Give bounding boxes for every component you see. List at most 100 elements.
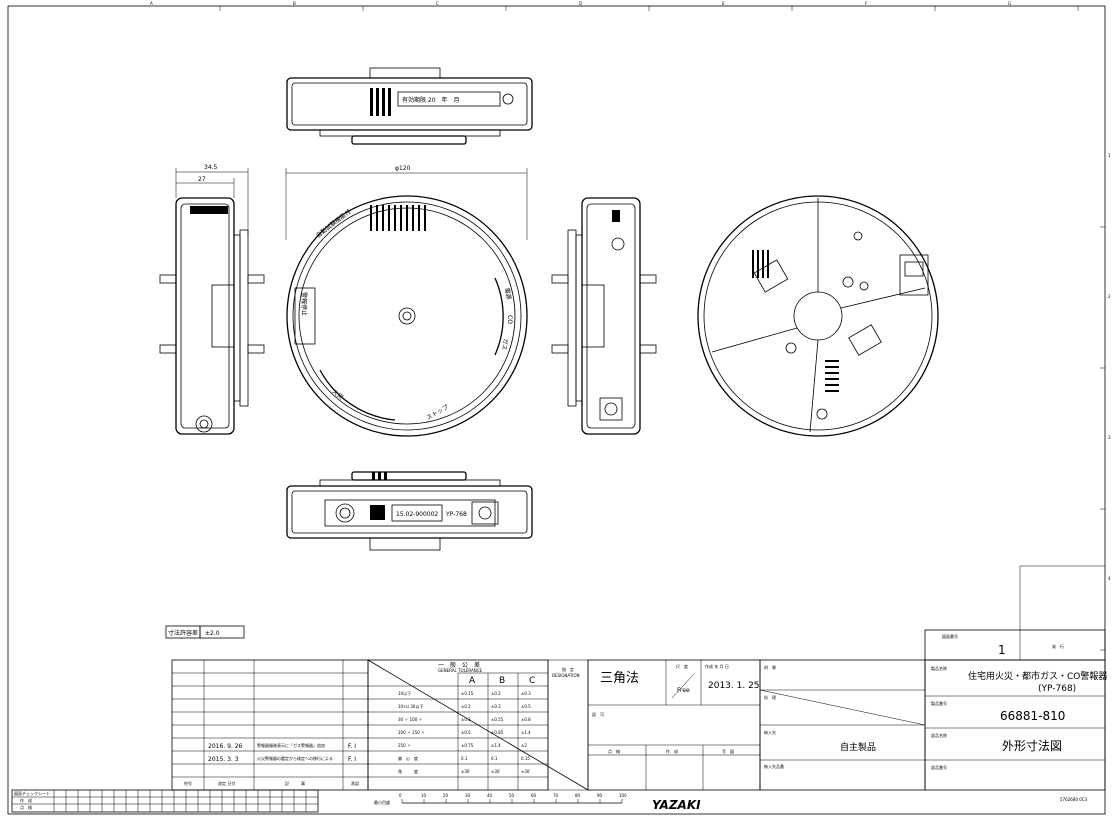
check-sheet: 図面チェックシート 作 成 点 検 — [11, 789, 319, 813]
top-view-vent-slots — [370, 88, 391, 116]
revision-1-date: 2016. 9. 26 — [208, 743, 243, 750]
frame-column-C: C — [436, 1, 439, 6]
tolerance-row-label: 偏 心 度 — [398, 755, 418, 761]
front-text-stop: ストップ — [426, 404, 450, 422]
tolerance-value: ±2 — [521, 743, 527, 748]
front-vent-grille — [370, 205, 426, 231]
tolerance-value: ±0.3 — [491, 704, 501, 709]
frame-column-G: G — [1008, 1, 1011, 6]
scale-bar-tick-label: 60 — [531, 793, 537, 798]
tolerance-class-c: C — [529, 676, 535, 686]
designation-label: 指 定 — [562, 666, 574, 672]
approval-label: 認 可 — [592, 711, 604, 717]
scale-bar-tick-label: 100 — [619, 793, 627, 798]
tolerance-row-label: 10ｦｺｴ 30以下 — [398, 704, 423, 709]
creation-date-label: 作成 年 月 日 — [705, 663, 729, 669]
revision-block: 2016. 9. 26 警報器服務表示に「ガス警報器」追加 F. I 2015.… — [171, 659, 369, 791]
tolerance-value: ±30′ — [491, 769, 500, 774]
tolerance-value: ±0.3 — [521, 691, 531, 696]
side-dimension-outer: 34.5 — [204, 164, 218, 171]
scale-bar-label: 最小目盛 — [374, 799, 390, 805]
tolerance-value: ±0.75 — [461, 743, 474, 748]
frame-row-1: 1 — [1108, 153, 1111, 158]
rear-label-block — [752, 250, 839, 392]
customer-label: 納入先 — [764, 729, 776, 735]
tracer-label: 写 図 — [722, 749, 734, 754]
designation-label-en: DESIGNATION — [552, 673, 580, 678]
designer-label: 作 成 — [666, 748, 678, 754]
tolerance-row-label: 100 〃 250 〃 — [398, 730, 425, 735]
treatment-label: 処 理 — [764, 694, 776, 700]
creation-date: 2013. 1. 25 — [708, 681, 760, 691]
front-text-alarm-stop: 警報停止 — [300, 292, 308, 316]
product-name-label: 製品名称 — [931, 665, 947, 671]
tolerance-value: ±30′ — [461, 769, 470, 774]
tolerance-value: 0.1 — [491, 756, 498, 761]
left-side-view: 34.5 27 — [159, 164, 265, 435]
revision-header-symbol: 符号 — [184, 780, 192, 786]
tolerance-row-label: 30 〃 100 〃 — [398, 717, 423, 722]
tolerance-title: 一 般 公 差 — [438, 661, 480, 669]
sheet-number: 1 — [998, 643, 1006, 657]
frame-row-3: 3 — [1108, 435, 1111, 440]
scale-bar-tick-label: 30 — [465, 793, 471, 798]
issue-label: 発 行 — [1052, 643, 1064, 649]
part-name-label: 部品名称 — [931, 732, 947, 738]
tolerance-value: ±0.5 — [521, 704, 531, 709]
check-row-inspect: 点 検 — [20, 804, 32, 810]
revision-2-sign: F. I — [348, 756, 356, 763]
front-text-gas: ガス — [500, 338, 510, 351]
drawing-title: 外形寸法図 — [1002, 739, 1062, 753]
front-text-power: 電源 — [503, 287, 513, 300]
diameter-dimension: φ120 — [395, 165, 411, 172]
check-sheet-grid — [65, 790, 307, 812]
scale-label: 尺 度 — [676, 663, 688, 669]
frame-row-2: 2 — [1108, 294, 1111, 299]
bottom-model: YP-768 — [445, 511, 467, 518]
scale-bar-tick-label: 0 — [399, 793, 402, 798]
drawing-number-label: 図面番号 — [942, 633, 958, 639]
tolerance-value: ±0.55 — [491, 717, 504, 722]
form-code: 57626B0 0C3 — [1060, 797, 1088, 802]
revision-header-sign: 承認 — [351, 780, 359, 786]
product-number-label: 製品番号 — [931, 700, 947, 706]
tolerance-value: ±0.5 — [461, 730, 471, 735]
scale-bar-tick-label: 90 — [597, 793, 603, 798]
front-text-auto-test: 自動試験機能付 — [314, 207, 352, 239]
frame-column-F: F — [865, 1, 868, 6]
revision-2-date: 2015. 3. 3 — [208, 756, 239, 763]
frame-column-E: E — [722, 1, 725, 6]
front-view: φ120 自動試験機能付 電源 CO ガス 火災 警報停止 ストップ — [285, 165, 528, 437]
scale-bar-tick-label: 10 — [421, 793, 427, 798]
product-name: 住宅用火災・都市ガス・CO警報器 — [968, 670, 1107, 682]
rear-view — [697, 195, 939, 437]
expiry-label: 有効期限 20 年 月 — [402, 96, 460, 104]
tolerance-title-en: GENERAL TOLERANCE — [438, 668, 482, 673]
customer-value: 自主製品 — [840, 741, 876, 753]
scale-bar-tick-label: 50 — [509, 793, 515, 798]
check-row-author: 作 成 — [20, 797, 32, 803]
tolerance-class-b: B — [499, 676, 505, 686]
bottom-view: 15.02-900002 YP-768 — [286, 471, 533, 551]
front-text-co: CO — [506, 315, 513, 324]
frame-column-B: B — [293, 1, 296, 6]
revision-header-date: 改定 日付 — [218, 780, 235, 786]
scale-bar-tick-label: 70 — [553, 793, 559, 798]
tolerance-value: ±0.2 — [491, 691, 501, 696]
tolerance-value: ±1.4 — [491, 743, 501, 748]
right-side-view — [551, 197, 657, 435]
title-block: 三角法 尺 度 Free 作成 年 月 日 2013. 1. 25 認 可 点 … — [374, 565, 1107, 812]
front-text-fire: 火災 — [331, 388, 345, 401]
projection-method: 三角法 — [600, 671, 639, 686]
tolerance-value: ±30′ — [521, 769, 530, 774]
tolerance-value: ±1.4 — [521, 730, 531, 735]
tolerance-row-label: 角 度 — [398, 768, 418, 774]
tolerance-row-label: 250 〃 — [398, 743, 411, 748]
tolerance-note-label: 寸法許容差 — [168, 629, 198, 637]
tolerance-value: ±0.8 — [521, 717, 531, 722]
